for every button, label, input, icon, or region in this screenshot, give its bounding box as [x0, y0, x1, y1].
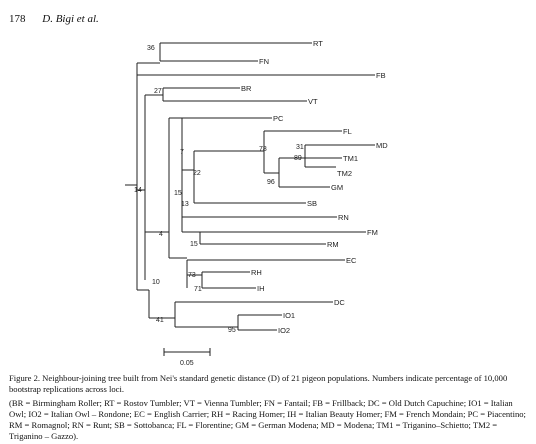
tip-PC: PC: [273, 114, 284, 123]
bootstrap-values: 36 27 14 7 78 31 89 96 22 15 13 4 15 10 …: [134, 45, 304, 334]
tip-RT: RT: [313, 39, 323, 48]
tip-FL: FL: [343, 127, 352, 136]
tip-VT: VT: [308, 97, 318, 106]
bootstrap-96: 96: [267, 179, 275, 186]
tip-RN: RN: [338, 213, 349, 222]
bootstrap-7: 7: [180, 149, 184, 156]
tip-RH: RH: [251, 268, 262, 277]
bootstrap-95: 95: [228, 327, 236, 334]
bootstrap-71: 71: [194, 286, 202, 293]
bootstrap-15b: 15: [190, 241, 198, 248]
bootstrap-22: 22: [193, 170, 201, 177]
running-authors: D. Bigi et al.: [42, 13, 99, 25]
scale-bar-label: 0.05: [180, 360, 194, 367]
tip-IH: IH: [257, 284, 265, 293]
bootstrap-89: 89: [294, 155, 302, 162]
tip-TM1: TM1: [343, 154, 358, 163]
bootstrap-14: 14: [134, 187, 142, 194]
bootstrap-31: 31: [296, 144, 304, 151]
tip-IO1: IO1: [283, 311, 295, 320]
page-header: 178 D. Bigi et al.: [9, 13, 99, 25]
tip-labels: RT FN FB BR VT PC FL MD TM1 TM2 GM SB RN…: [241, 39, 388, 335]
caption-abbreviations: (BR = Birmingham Roller; RT = Rostov Tum…: [9, 398, 526, 441]
tip-FN: FN: [259, 57, 269, 66]
bootstrap-4: 4: [159, 231, 163, 238]
page-number: 178: [9, 13, 26, 25]
bootstrap-36: 36: [147, 45, 155, 52]
tip-GM: GM: [331, 183, 343, 192]
tree-branches: [125, 42, 375, 356]
figure-caption: Figure 2. Neighbour-joining tree built f…: [9, 373, 529, 442]
phylogenetic-tree: RT FN FB BR VT PC FL MD TM1 TM2 GM SB RN…: [125, 39, 388, 367]
bootstrap-13: 13: [181, 201, 189, 208]
tip-MD: MD: [376, 141, 388, 150]
bootstrap-10: 10: [152, 279, 160, 286]
tip-RM: RM: [327, 240, 339, 249]
tip-FB: FB: [376, 71, 386, 80]
tip-IO2: IO2: [278, 326, 290, 335]
bootstrap-73: 73: [188, 272, 196, 279]
tip-FM: FM: [367, 228, 378, 237]
tip-DC: DC: [334, 298, 345, 307]
tip-SB: SB: [307, 199, 317, 208]
bootstrap-41: 41: [156, 317, 164, 324]
tip-BR: BR: [241, 84, 252, 93]
bootstrap-27: 27: [154, 88, 162, 95]
tip-EC: EC: [346, 256, 357, 265]
bootstrap-78: 78: [259, 146, 267, 153]
caption-main: Figure 2. Neighbour-joining tree built f…: [9, 373, 508, 394]
bootstrap-15: 15: [174, 190, 182, 197]
tip-TM2: TM2: [337, 169, 352, 178]
